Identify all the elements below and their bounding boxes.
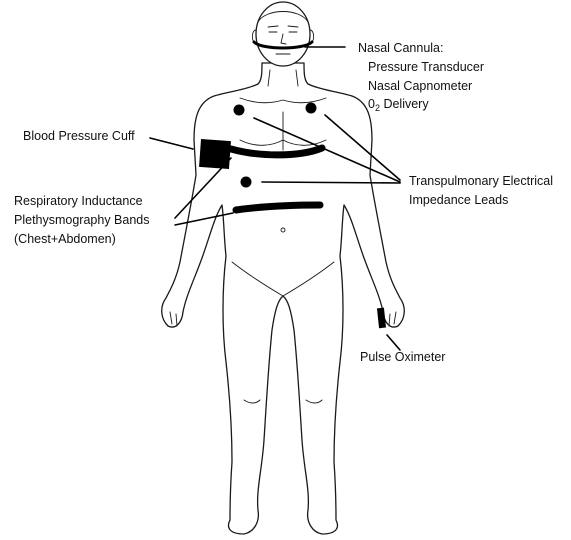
label-blood-pressure-cuff: Blood Pressure Cuff (23, 129, 135, 143)
label-transpulmonary-line1: Transpulmonary Electrical (409, 174, 553, 188)
label-o2-rest: Delivery (380, 97, 429, 111)
electrode-right-shoulder (306, 103, 317, 114)
label-nasal-capnometer: Nasal Capnometer (368, 79, 472, 93)
leader-impedance-lower (262, 182, 400, 183)
label-transpulmonary-line2: Impedance Leads (409, 193, 508, 207)
label-o2-delivery: 02 Delivery (368, 97, 429, 113)
label-rip-line2: Plethysmography Bands (14, 213, 150, 227)
electrode-lower-chest (241, 177, 252, 188)
label-nasal-cannula: Nasal Cannula: (358, 41, 443, 55)
blood-pressure-cuff (199, 139, 231, 169)
label-o2-main: 0 (368, 97, 375, 111)
label-pulse-oximeter: Pulse Oximeter (360, 350, 445, 364)
leader-bp-cuff (150, 138, 193, 149)
label-rip-line3: (Chest+Abdomen) (14, 232, 116, 246)
electrode-left-shoulder (234, 105, 245, 116)
label-pressure-transducer: Pressure Transducer (368, 60, 484, 74)
label-rip-line1: Respiratory Inductance (14, 194, 143, 208)
leader-pulse-oximeter (387, 335, 400, 350)
